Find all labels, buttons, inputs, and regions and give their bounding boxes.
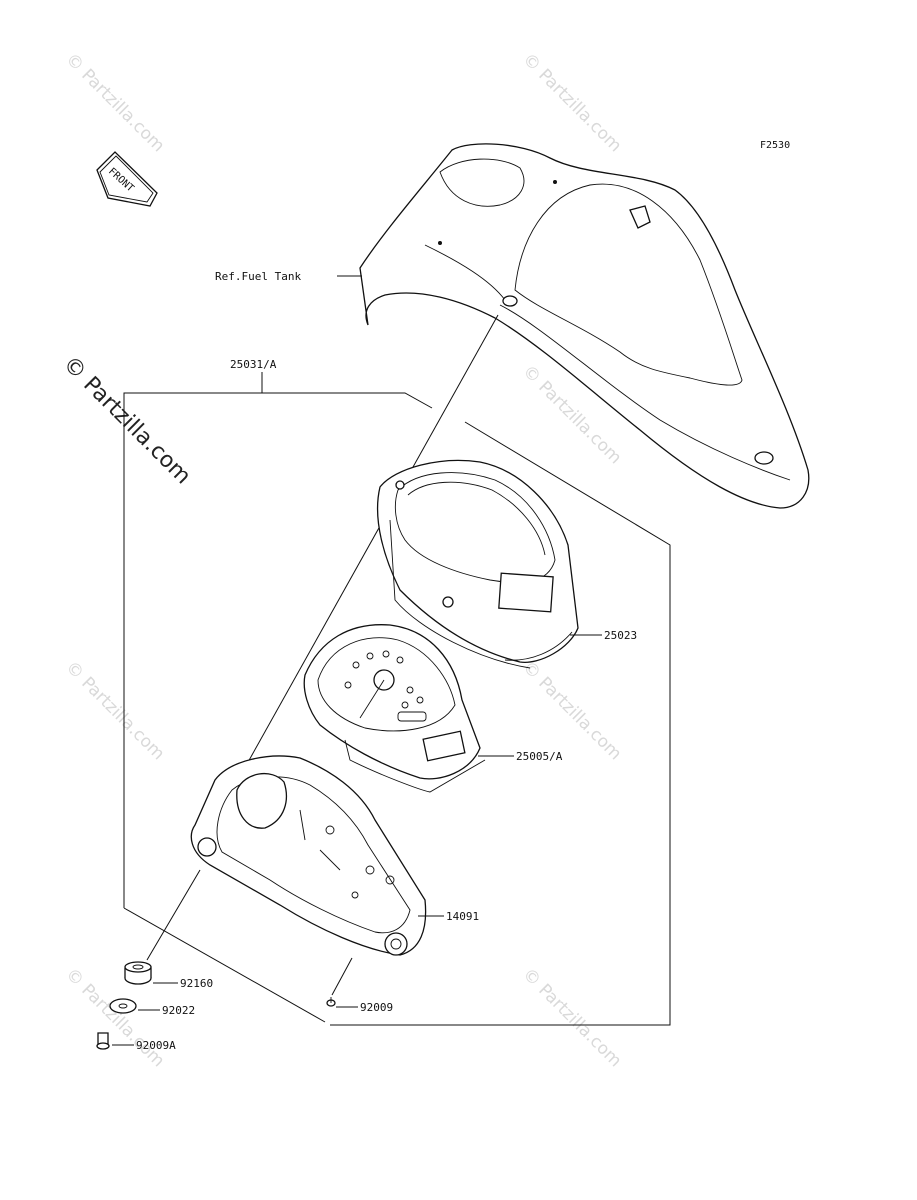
screw-leader: [331, 957, 353, 996]
washer: [109, 998, 137, 1014]
meter-unit: [303, 624, 486, 793]
ref-fuel-tank-label: Ref.Fuel Tank: [215, 270, 301, 283]
watermark: © Partzilla.com: [518, 657, 625, 764]
label-92009a: 92009A: [136, 1039, 176, 1052]
watermark: © Partzilla.com: [518, 964, 625, 1071]
label-25023: 25023: [604, 629, 637, 642]
watermark: © Partzilla.com: [61, 964, 168, 1071]
watermark: © Partzilla.com: [61, 49, 168, 156]
fuel-tank-cover: [359, 143, 810, 509]
case-cover: [376, 459, 579, 669]
label-92160: 92160: [180, 977, 213, 990]
front-arrow-icon: FRONT: [96, 151, 158, 207]
screw-a: [96, 1032, 110, 1050]
mount-leader: [237, 314, 499, 781]
label-25005a: 25005/A: [516, 750, 563, 763]
assembly-bracket: 25031/A: [123, 358, 671, 1026]
label-14091: 14091: [446, 910, 479, 923]
watermark: © Partzilla.com: [518, 49, 625, 156]
watermark: © Partzilla.com: [61, 657, 168, 764]
watermark-main: © Partzilla.com: [58, 352, 196, 490]
grommet-leader: [146, 869, 201, 961]
lower-case: [190, 755, 427, 956]
screw-small: [326, 997, 336, 1007]
grommet: [124, 961, 152, 985]
label-92022: 92022: [162, 1004, 195, 1017]
label-25031-a: 25031/A: [230, 358, 277, 371]
label-92009: 92009: [360, 1001, 393, 1014]
figure-code: F2530: [760, 140, 790, 151]
